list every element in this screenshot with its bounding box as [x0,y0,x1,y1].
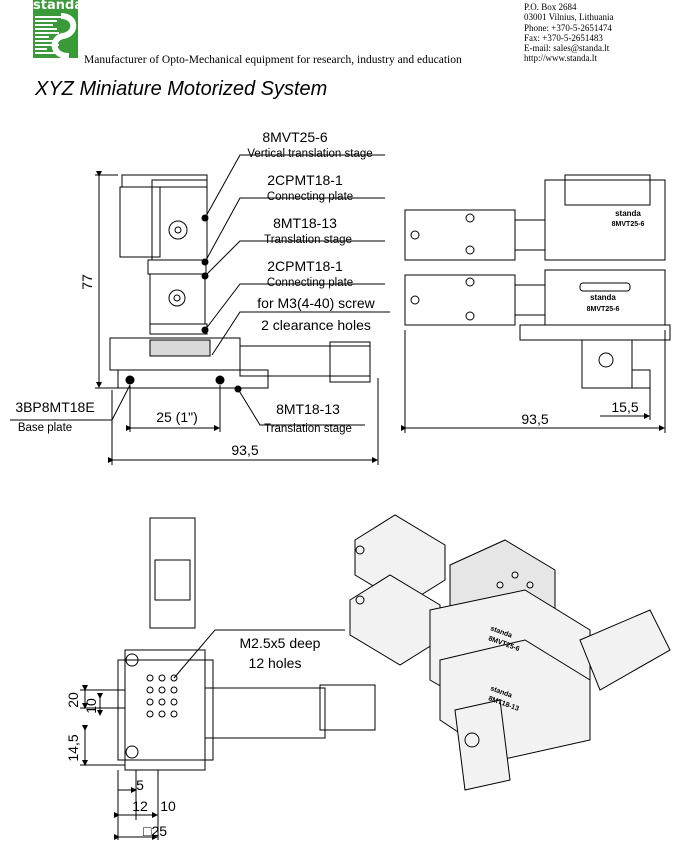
label-base-plate-desc: Base plate [18,422,72,434]
label-translation-stage-middle-desc: Translation stage [264,234,352,246]
translation-stage-middle [149,273,206,325]
bottom-stage-motor [239,345,371,377]
side-upper-stage [544,179,666,261]
label-8mt18-13-middle: 8MT18-13 [273,215,337,231]
logo-dot-pattern [33,0,78,59]
front-view [10,154,390,465]
dim-14-5: 14,5 [65,734,81,761]
vertical-stage-hole [168,220,188,240]
contact-address: 03001 Vilnius, Lithuania [524,12,614,23]
label-3bp8mt18e: 3BP8MT18E [15,399,94,415]
side-dim-width-93-5: 93,5 [521,411,548,427]
label-connecting-plate-upper-desc: Connecting plate [267,191,353,203]
dim-height-77: 77 [79,274,95,290]
company-tagline: Manufacturer of Opto-Mechanical equipmen… [84,54,462,66]
label-12-holes: 12 holes [249,655,302,671]
page-title: XYZ Miniature Motorized System [35,78,328,100]
label-bottom-stage-desc: Translation stage [264,423,352,435]
connecting-plate-upper [147,259,207,275]
side-stage-label-lower: 8MVT25-6 [587,306,620,313]
side-stage-label-upper: 8MVT25-6 [612,221,645,228]
label-screw-note: for M3(4-40) screw [257,295,375,311]
side-lower-motor [404,274,516,326]
dim-pitch-25: 25 (1") [156,409,198,425]
isometric-view [349,514,671,791]
dim-width-93-5: 93,5 [231,442,258,458]
connecting-plate-lower [149,323,208,335]
dim-5: 5 [136,777,144,793]
top-view [80,517,376,840]
logo-text: standa [33,0,84,13]
label-8mt18-13-bottom: 8MT18-13 [276,401,340,417]
base-plate [117,369,269,389]
dim-20: 20 [65,692,81,708]
dim-12: 12 [132,798,148,814]
side-brand-upper: standa [615,209,641,218]
vertical-stage-top-block [121,174,208,188]
dim-10-horizontal: 10 [160,798,176,814]
side-dim-offset-15-5: 15,5 [611,399,638,415]
side-brand-lower: standa [590,293,616,302]
front-view-labels: 8MVT25-6 Vertical translation stage 2CPM… [15,129,375,458]
contact-phone: Phone: +370-5-2651474 [524,22,612,33]
vertical-stage-motor [119,186,161,258]
side-base-plate [581,339,633,389]
top-view-side-motor [204,687,326,739]
top-view-stage [124,649,206,771]
label-2cpmt18-1-lower: 2CPMT18-1 [267,258,343,274]
iso-base-plate [454,699,511,791]
contact-email: E-mail: sales@standa.lt [524,43,610,54]
contact-website[interactable]: http://www.standa.lt [524,53,597,64]
label-clearance-holes: 2 clearance holes [261,317,371,333]
top-view-labels: M2.5x5 deep 12 holes 20 10 14,5 5 12 10 … [65,635,321,839]
label-vertical-stage-desc: Vertical translation stage [247,148,372,160]
iso-side-motor [579,609,671,691]
side-upper-motor [404,209,516,261]
dim-10-vertical: 10 [83,698,99,714]
side-view [401,174,671,433]
side-view-labels: standa 8MVT25-6 standa 8MVT25-6 93,5 15,… [521,209,644,427]
contact-block: P.O. Box 2684 03001 Vilnius, Lithuania P… [524,2,614,64]
label-m2-5x5-deep: M2.5x5 deep [240,635,321,651]
label-connecting-plate-lower-desc: Connecting plate [267,277,353,289]
contact-po-box: P.O. Box 2684 [524,2,577,12]
standa-logo [33,0,78,59]
label-8mvt25-6: 8MVT25-6 [262,129,328,145]
hole-grid [146,674,178,718]
dim-square-25: □25 [143,823,167,839]
label-2cpmt18-1-upper: 2CPMT18-1 [267,172,343,188]
contact-fax: Fax: +370-5-2651483 [524,32,603,43]
top-view-vertical-motor [149,517,196,629]
